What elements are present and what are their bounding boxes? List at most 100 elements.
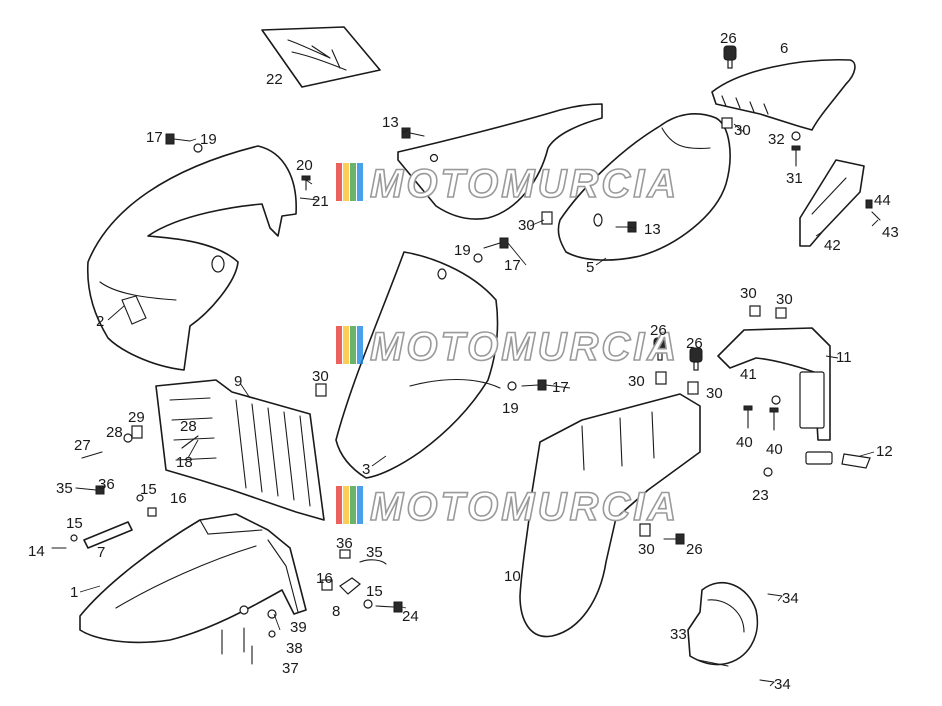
callout-18: 18 [176, 454, 193, 471]
screw-40-b [769, 407, 779, 431]
part-42-bracket [799, 159, 865, 247]
callout-42: 42 [824, 237, 841, 254]
callout-26: 26 [650, 322, 667, 339]
screw-31 [791, 145, 801, 167]
part-1-front-fender [79, 513, 307, 644]
watermark-stripe [357, 163, 363, 201]
callout-37: 37 [282, 660, 299, 677]
callout-26: 26 [686, 335, 703, 352]
leader-line [529, 219, 545, 227]
callout-34: 34 [782, 590, 799, 607]
callout-19: 19 [454, 242, 471, 259]
callout-13: 13 [382, 114, 399, 131]
leader-line [815, 231, 823, 237]
watermark-text: MOTOMURCIA [370, 485, 679, 529]
callout-26: 26 [686, 541, 703, 558]
leader-lines [79, 123, 879, 687]
callout-6: 6 [780, 40, 788, 57]
part-11-plate-bracket [717, 327, 831, 441]
screw-40-a [743, 405, 753, 429]
bolt-17-plate [521, 379, 547, 391]
callout-29: 29 [128, 409, 145, 426]
callout-30: 30 [706, 385, 723, 402]
grommet-16-mid [321, 579, 333, 591]
callout-20: 20 [296, 157, 313, 174]
watermark-stripe [343, 326, 349, 364]
part-5-right-side-panel [557, 113, 731, 261]
callout-30: 30 [638, 541, 655, 558]
clip-30-a [721, 117, 733, 129]
leader-line [769, 681, 775, 687]
callout-31: 31 [786, 170, 803, 187]
part-13-upper-cover [397, 103, 603, 220]
callout-7: 7 [97, 544, 105, 561]
callout-34: 34 [774, 676, 791, 693]
hardware-group [51, 45, 881, 683]
part-12-reflector [805, 451, 871, 469]
bolt-17-top [165, 133, 191, 145]
nut-44 [865, 199, 873, 209]
leader-line [107, 305, 125, 321]
callout-43: 43 [882, 224, 899, 241]
washer-15-c [363, 599, 373, 609]
callout-28: 28 [106, 424, 123, 441]
screw-34-a [767, 593, 783, 597]
bolt-17-mid [483, 237, 509, 249]
washer-38 [268, 630, 276, 638]
callout-3: 3 [362, 461, 370, 478]
clip-30-b [541, 211, 553, 225]
bolt-13-top [401, 127, 425, 139]
watermark-stripe [350, 326, 356, 364]
washer-15-a [70, 534, 78, 542]
leader-line [825, 355, 839, 359]
watermark-stripe [350, 486, 356, 524]
watermark-2: MOTOMURCIA [336, 324, 679, 370]
nut-41 [771, 395, 781, 405]
callout-9: 9 [234, 373, 242, 390]
leader-line [273, 613, 281, 631]
bolt-26-rear [663, 533, 685, 545]
part-9-radiator-grille [155, 379, 325, 521]
clip-30-g [775, 307, 787, 319]
watermark-stripe [336, 326, 342, 364]
screw-43 [871, 211, 881, 221]
watermark-stripe [336, 163, 342, 201]
nut-36-mid [339, 549, 351, 559]
callout-17: 17 [504, 257, 521, 274]
callout-33: 33 [670, 626, 687, 643]
callout-30: 30 [776, 291, 793, 308]
leader-line [507, 242, 527, 266]
plug-26-top [723, 45, 737, 69]
callout-17: 17 [552, 379, 569, 396]
cable-35-mid [359, 559, 387, 565]
callout-30: 30 [734, 122, 751, 139]
callout-19: 19 [502, 400, 519, 417]
callout-labels: 1235678910111213131415151516161717171819… [28, 30, 899, 693]
callout-40: 40 [766, 441, 783, 458]
watermark-3: MOTOMURCIA [336, 484, 679, 530]
watermark-text: MOTOMURCIA [370, 162, 679, 206]
callout-23: 23 [752, 487, 769, 504]
callout-11: 11 [836, 349, 852, 366]
watermark-text: MOTOMURCIA [370, 325, 679, 369]
callout-12: 12 [876, 443, 893, 460]
watermark-stripe [343, 486, 349, 524]
part-10-rear-fender [519, 393, 701, 638]
leader-line [627, 226, 637, 229]
bolt-24 [375, 601, 403, 613]
leader-line [187, 439, 199, 459]
washer-39 [267, 609, 277, 619]
leader-line [371, 455, 387, 467]
callout-5: 5 [586, 259, 594, 276]
leader-line [595, 257, 607, 266]
callout-24: 24 [402, 608, 419, 625]
callout-30: 30 [628, 373, 645, 390]
leader-line [299, 197, 319, 201]
clip-30-h [639, 523, 651, 537]
callout-35: 35 [366, 544, 383, 561]
washer-15-b [136, 494, 144, 502]
clip-30-d [655, 371, 667, 385]
callout-41: 41 [740, 366, 757, 383]
